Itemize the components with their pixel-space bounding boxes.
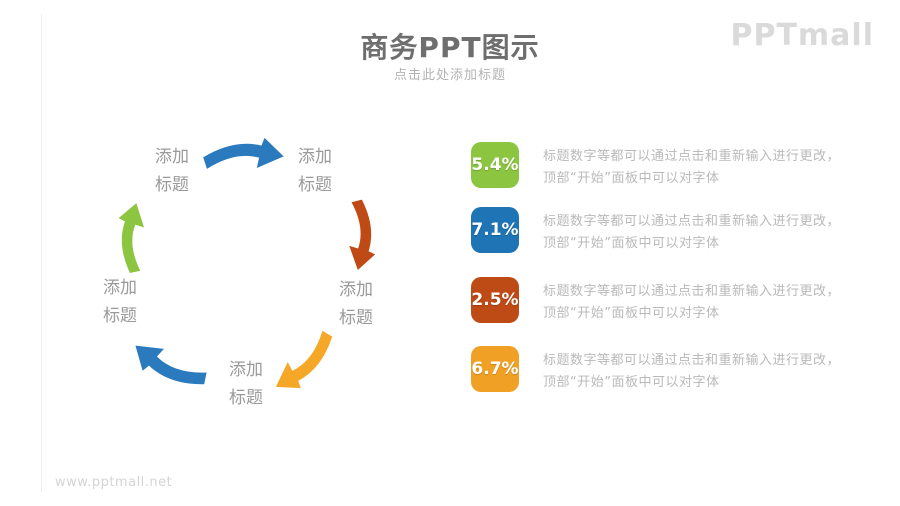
cycle-label-left: 添加 标题 xyxy=(88,274,152,330)
stat-description: 标题数字等都可以通过点击和重新输入进行更改， 顶部“开始”面板中可以对字体 xyxy=(543,346,840,394)
page-subtitle: 点击此处添加标题 xyxy=(393,68,506,83)
left-edge-rule xyxy=(41,14,42,492)
stat-description: 标题数字等都可以通过点击和重新输入进行更改， 顶部“开始”面板中可以对字体 xyxy=(543,142,840,190)
stat-description-line: 顶部“开始”面板中可以对字体 xyxy=(543,306,720,321)
stat-description-line: 顶部“开始”面板中可以对字体 xyxy=(543,171,720,186)
stat-description-line: 顶部“开始”面板中可以对字体 xyxy=(543,236,720,251)
stat-badge: 5.4% xyxy=(471,142,519,188)
pptmall-logo: PPTmall xyxy=(730,18,874,53)
curved-arrow-shape xyxy=(203,137,284,169)
curved-arrow-bottom-right-icon xyxy=(255,318,347,404)
cycle-label-bottom: 添加 标题 xyxy=(214,356,278,412)
cycle-label-line: 标题 xyxy=(298,175,332,195)
curved-arrow-shape xyxy=(275,330,333,389)
stat-description-line: 标题数字等都可以通过点击和重新输入进行更改， xyxy=(543,353,841,368)
cycle-label-top-left: 添加 标题 xyxy=(140,143,204,199)
cycle-label-line: 标题 xyxy=(103,306,137,326)
site-watermark: www.pptmall.net xyxy=(55,475,173,490)
stat-badge: 7.1% xyxy=(471,207,519,253)
stat-description: 标题数字等都可以通过点击和重新输入进行更改， 顶部“开始”面板中可以对字体 xyxy=(543,277,840,325)
stat-description-line: 标题数字等都可以通过点击和重新输入进行更改， xyxy=(543,214,841,229)
cycle-label-line: 标题 xyxy=(229,388,263,408)
curved-arrow-shape xyxy=(349,199,376,270)
curved-arrow-left-icon xyxy=(109,196,162,278)
cycle-label-right: 添加 标题 xyxy=(324,276,388,332)
curved-arrow-bottom-left-icon xyxy=(121,318,219,404)
cycle-label-line: 标题 xyxy=(155,175,189,195)
curved-arrow-shape xyxy=(118,203,145,273)
cycle-label-top-right: 添加 标题 xyxy=(283,143,347,199)
stat-row: 7.1% 标题数字等都可以通过点击和重新输入进行更改， 顶部“开始”面板中可以对… xyxy=(471,207,840,255)
stat-description-line: 标题数字等都可以通过点击和重新输入进行更改， xyxy=(543,284,841,299)
stat-description: 标题数字等都可以通过点击和重新输入进行更改， 顶部“开始”面板中可以对字体 xyxy=(543,207,840,255)
curved-arrow-shape xyxy=(135,345,207,385)
stat-description-line: 标题数字等都可以通过点击和重新输入进行更改， xyxy=(543,149,841,164)
cycle-label-line: 添加 xyxy=(339,280,373,300)
cycle-label-line: 添加 xyxy=(103,278,137,298)
page-title: 商务PPT图示 xyxy=(360,31,540,64)
curved-arrow-top-icon xyxy=(200,134,290,187)
cycle-label-line: 添加 xyxy=(298,147,332,167)
cycle-label-line: 添加 xyxy=(155,147,189,167)
stat-badge: 2.5% xyxy=(471,277,519,323)
stat-row: 5.4% 标题数字等都可以通过点击和重新输入进行更改， 顶部“开始”面板中可以对… xyxy=(471,142,840,190)
stat-description-line: 顶部“开始”面板中可以对字体 xyxy=(543,375,720,390)
curved-arrow-right-icon xyxy=(331,195,382,278)
stat-row: 2.5% 标题数字等都可以通过点击和重新输入进行更改， 顶部“开始”面板中可以对… xyxy=(471,277,840,325)
cycle-label-line: 添加 xyxy=(229,360,263,380)
cycle-label-line: 标题 xyxy=(339,308,373,328)
stat-badge: 6.7% xyxy=(471,346,519,392)
stat-row: 6.7% 标题数字等都可以通过点击和重新输入进行更改， 顶部“开始”面板中可以对… xyxy=(471,346,840,394)
